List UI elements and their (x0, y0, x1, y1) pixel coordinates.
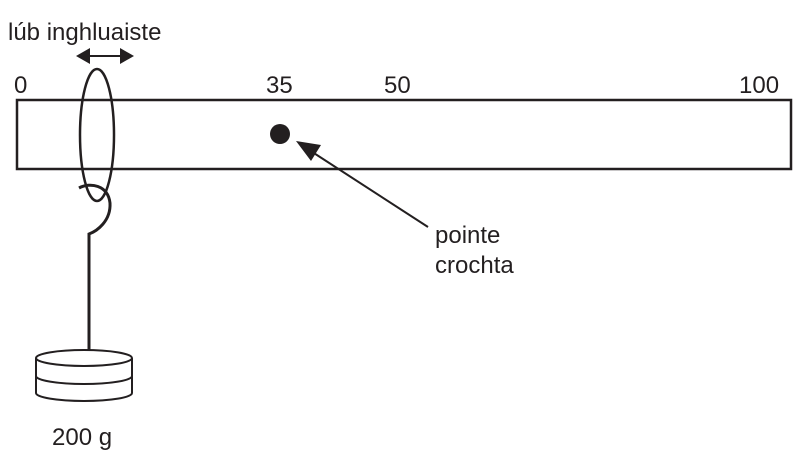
mass-label: 200 g (52, 424, 112, 451)
pivot-label-line1: pointe (435, 222, 500, 249)
pivot-pointer-line (302, 145, 429, 228)
pivot-pointer-arrowhead-icon (296, 141, 321, 161)
pivot-label-line2: crochta (435, 252, 514, 279)
scale-label-35: 35 (266, 72, 293, 99)
scale-label-50: 50 (384, 72, 411, 99)
pivot-point (270, 124, 290, 144)
movable-loop-label: lúb inghluaiste (8, 19, 161, 46)
mass-weight (35, 349, 133, 402)
metre-rule (15, 98, 793, 171)
movable-loop (78, 67, 116, 203)
scale-label-0: 0 (14, 72, 27, 99)
hanger-hook (78, 183, 112, 238)
scale-label-100: 100 (739, 72, 779, 99)
movement-arrow-icon (76, 48, 134, 64)
